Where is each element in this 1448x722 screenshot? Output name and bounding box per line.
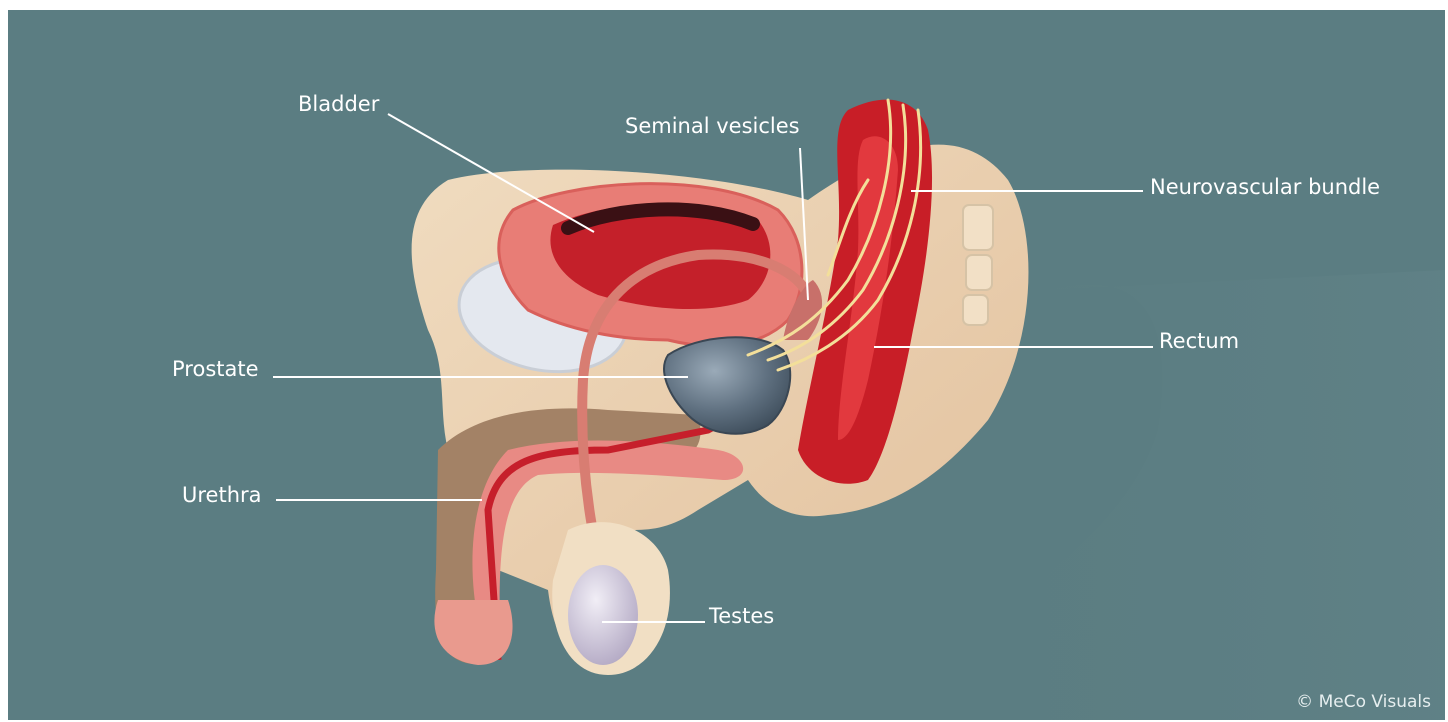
sacrum bbox=[963, 205, 993, 325]
testis bbox=[568, 565, 638, 665]
label-seminal-vesicles: Seminal vesicles bbox=[625, 114, 800, 138]
label-rectum: Rectum bbox=[1159, 329, 1239, 353]
label-bladder: Bladder bbox=[298, 92, 379, 116]
label-neurovascular-bundle: Neurovascular bundle bbox=[1150, 175, 1380, 199]
glans bbox=[434, 600, 512, 665]
diagram-canvas: Bladder Seminal vesicles Neurovascular b… bbox=[8, 10, 1445, 720]
label-testes: Testes bbox=[709, 604, 774, 628]
copyright-credit: © MeCo Visuals bbox=[1296, 692, 1431, 712]
label-prostate: Prostate bbox=[172, 357, 259, 381]
label-urethra: Urethra bbox=[182, 483, 262, 507]
